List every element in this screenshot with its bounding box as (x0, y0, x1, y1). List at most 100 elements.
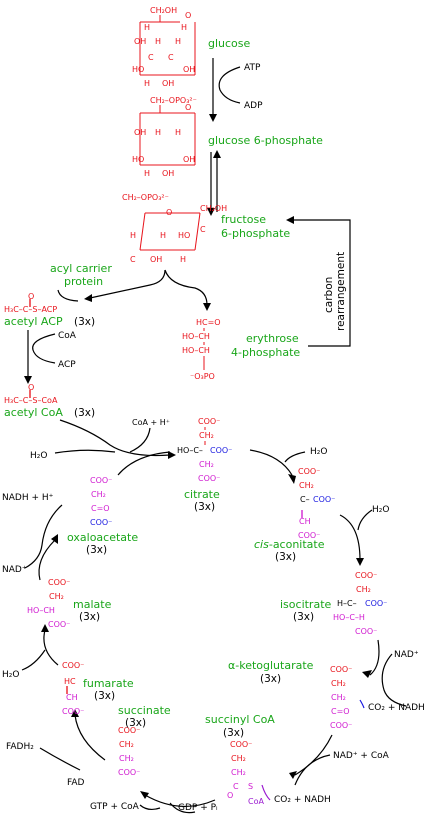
akg-structure: COO⁻ CH₂ CH₂ C=O COO⁻ (330, 665, 352, 730)
svg-text:HO–CH: HO–CH (27, 606, 55, 615)
ring-c: C (148, 53, 154, 62)
h2o-in (21, 649, 46, 671)
svg-text:C=O: C=O (91, 504, 110, 513)
svg-text:CH₂: CH₂ (356, 585, 371, 594)
coa-acp-curve (32, 333, 56, 364)
ring-h: H (155, 37, 161, 46)
ring-h: H (130, 231, 136, 240)
svg-text:CH₂: CH₂ (299, 481, 314, 490)
svg-text:HC: HC (64, 677, 76, 686)
succinate-structure: COO⁻ CH₂ CH₂ COO⁻ (118, 726, 140, 777)
acp-label-2: protein (64, 275, 103, 288)
svg-text:COO⁻: COO⁻ (90, 476, 112, 485)
malate-mult: (3x) (79, 611, 100, 623)
glucose-label: glucose (208, 37, 251, 50)
svg-text:O: O (28, 292, 34, 301)
svg-text:‖: ‖ (65, 685, 69, 694)
f6p-label-1: fructose (221, 213, 266, 226)
hoch-2: HO–CH (182, 346, 210, 355)
adp-label: ADP (244, 101, 263, 111)
svg-text:COO⁻: COO⁻ (118, 768, 140, 777)
svg-text:CH₂: CH₂ (49, 592, 64, 601)
svg-text:CH₂: CH₂ (199, 460, 214, 469)
nad-coa-curve (294, 754, 331, 786)
e4p-label-2: 4-phosphate (231, 346, 300, 359)
ring-o: O (185, 103, 191, 112)
svg-text:CH: CH (66, 693, 78, 702)
carbon-rearrangement-arrow (292, 219, 351, 347)
succinyl-coa-label: succinyl CoA (205, 713, 275, 726)
ring-oh: OH (162, 169, 174, 178)
o3po: ⁻O₃PO (190, 372, 215, 381)
ring-oh: OH (134, 37, 146, 46)
atp-label: ATP (244, 63, 261, 73)
acp-label-1: acyl carrier (50, 262, 112, 275)
oxaloacetate-structure: COO⁻ CH₂ C=O COO⁻ (90, 476, 112, 527)
e4p-structure: HC=O HO–CH HO–CH ⁻O₃PO (182, 318, 221, 381)
h2o-in (357, 509, 373, 531)
succinate-mult: (3x) (125, 717, 146, 729)
arrowhead (209, 114, 217, 122)
ring-h: H (181, 23, 187, 32)
nadh-curve (24, 504, 63, 569)
malate-structure: COO⁻ CH₂ HO–CH COO⁻ (27, 578, 70, 629)
coa-label: CoA (58, 331, 77, 341)
svg-text:CH: CH (299, 517, 311, 526)
svg-text:COO⁻: COO⁻ (355, 627, 377, 636)
akg-label: α-ketoglutarate (228, 659, 314, 672)
succinyl-coa-structure: COO⁻ CH₂ CH₂ C S O CoA (227, 740, 264, 806)
succinate-label: succinate (118, 704, 171, 717)
svg-text:COO⁻: COO⁻ (62, 661, 84, 670)
fumarate-label: fumarate (83, 677, 134, 690)
atp-adp-curve (218, 66, 241, 104)
f6p-structure: CH₂–OPO₃²⁻ CH₂OH O H H HO C C OH H (122, 193, 227, 264)
svg-text:carbon: carbon (323, 277, 335, 313)
gdp-curve (169, 802, 196, 814)
svg-text:CoA: CoA (248, 797, 264, 806)
f6p-top-label: CH₂–OPO₃²⁻ (122, 193, 169, 202)
ring-oh: OH (134, 128, 146, 137)
ring-o: O (185, 11, 191, 20)
acetyl-acp-formula: H₃C–C–S–ACP (4, 305, 57, 314)
svg-text:CH₂: CH₂ (199, 431, 214, 440)
ring-h: H (155, 128, 161, 137)
svg-text:C=O: C=O (331, 707, 350, 716)
g6p-label: glucose 6-phosphate (208, 134, 323, 147)
cis-aconitate-structure: COO⁻ CH₂ C– COO⁻ ‖ CH COO⁻ (298, 467, 335, 540)
svg-text:‖: ‖ (28, 389, 32, 398)
ring-h: H (160, 231, 166, 240)
ring-ho: HO (132, 155, 144, 164)
svg-text:CH₂: CH₂ (231, 754, 246, 763)
hc-o: HC=O (196, 318, 221, 327)
co2-nadh-1-label: CO₂ + NADH (368, 703, 425, 713)
h2o-1-label: H₂O (30, 451, 47, 461)
acp-curve (57, 289, 79, 302)
fadh2-label: FADH₂ (6, 742, 34, 752)
isocitrate-structure: COO⁻ CH₂ H–C– COO⁻ HO–C–H COO⁻ (333, 571, 387, 636)
nadh-h-label: NADH + H⁺ (2, 493, 54, 503)
svg-text:COO⁻: COO⁻ (48, 620, 70, 629)
fad-label: FAD (67, 778, 85, 788)
h2o-in (54, 449, 116, 454)
svg-text:COO⁻: COO⁻ (230, 740, 252, 749)
citrate-structure: COO⁻ CH₂ HO–C– COO⁻ CH₂ COO⁻ (177, 417, 232, 483)
arrow-malate-oxaloacetate (38, 539, 56, 581)
hoch-1: HO–CH (182, 332, 210, 341)
fad-curve (39, 747, 81, 771)
arrow-oxaloacetate-citrate (117, 451, 171, 476)
ring-oh: OH (183, 155, 195, 164)
arrow-to-acetyl-acp (89, 269, 166, 299)
ring-h: H (175, 128, 181, 137)
arrow-succinylcoa-succinate (144, 794, 216, 808)
co2-nadh-2-label: CO₂ + NADH (274, 795, 331, 805)
arrow-citrate-aconitate (249, 449, 293, 476)
nad-curve (381, 653, 407, 707)
fumarate-mult: (3x) (94, 690, 115, 702)
akg-mult: (3x) (260, 673, 281, 685)
svg-text:CH₂: CH₂ (331, 679, 346, 688)
acetyl-coa-structure: O ‖ H₃C–C–S–CoA (4, 383, 58, 405)
svg-text:COO⁻: COO⁻ (90, 518, 112, 527)
arrow-isocitrate-akg (369, 639, 380, 676)
